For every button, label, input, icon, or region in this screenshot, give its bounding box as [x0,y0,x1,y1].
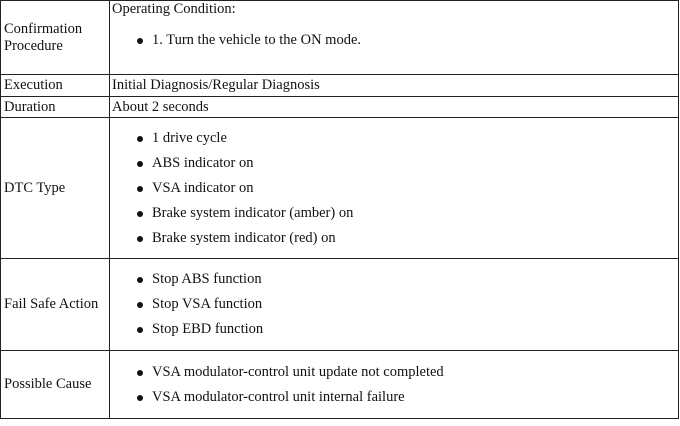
value-fail-safe-action: Stop ABS function Stop VSA function Stop… [109,258,679,351]
row-possible-cause: Possible Cause VSA modulator-control uni… [0,350,679,419]
list-item-text: Stop EBD function [152,321,264,337]
row-confirmation-procedure: Confirmation Procedure Operating Conditi… [0,0,679,75]
label-fail-safe-action: Fail Safe Action [0,258,110,351]
list-item: Stop EBD function [137,317,678,342]
bullet-icon [137,235,143,242]
bullet-icon [137,37,143,44]
list-item-text: Brake system indicator (red) on [152,229,336,246]
bullet-icon [137,327,143,333]
label-confirmation-procedure: Confirmation Procedure [0,0,110,75]
list-item-text: 1 drive cycle [152,129,227,146]
list-item: 1 drive cycle [137,126,678,151]
value-possible-cause: VSA modulator-control unit update not co… [109,350,679,419]
list-item-text: VSA modulator-control unit internal fail… [152,388,405,405]
label-dtc-type: DTC Type [0,117,110,259]
possible-cause-list: VSA modulator-control unit update not co… [112,360,678,410]
bullet-icon [137,135,143,142]
bullet-icon [137,277,143,283]
bullet-icon [137,160,143,167]
list-item: VSA modulator-control unit internal fail… [137,385,678,410]
row-execution: Execution Initial Diagnosis/Regular Diag… [0,74,679,97]
label-execution: Execution [0,74,110,97]
list-item: ABS indicator on [137,151,678,176]
bullet-icon [137,394,143,401]
value-confirmation-procedure: Operating Condition: 1. Turn the vehicle… [109,0,679,75]
list-item-text: Stop ABS function [152,271,262,287]
bullet-icon [137,185,143,192]
list-item: 1. Turn the vehicle to the ON mode. [137,28,678,53]
list-item-text: VSA modulator-control unit update not co… [152,363,444,380]
operating-condition-title: Operating Condition: [112,0,236,17]
row-duration: Duration About 2 seconds [0,96,679,118]
list-item-text: ABS indicator on [152,154,254,171]
value-dtc-type: 1 drive cycle ABS indicator on VSA indic… [109,117,679,259]
fail-safe-list: Stop ABS function Stop VSA function Stop… [112,267,678,342]
bullet-icon [137,369,143,376]
row-dtc-type: DTC Type 1 drive cycle ABS indicator on … [0,117,679,259]
confirmation-steps-list: 1. Turn the vehicle to the ON mode. [112,28,678,53]
list-item: Stop ABS function [137,267,678,292]
list-item: Stop VSA function [137,292,678,317]
dtc-type-list: 1 drive cycle ABS indicator on VSA indic… [112,126,678,251]
list-item: Brake system indicator (red) on [137,226,678,251]
list-item-text: Brake system indicator (amber) on [152,204,354,221]
list-item: VSA indicator on [137,176,678,201]
list-item-text: Stop VSA function [152,296,263,312]
label-duration: Duration [0,96,110,118]
bullet-icon [137,210,143,217]
value-duration: About 2 seconds [109,96,679,118]
list-item: VSA modulator-control unit update not co… [137,360,678,385]
value-execution: Initial Diagnosis/Regular Diagnosis [109,74,679,97]
list-item: Brake system indicator (amber) on [137,201,678,226]
list-item-text: 1. Turn the vehicle to the ON mode. [152,31,362,48]
list-item-text: VSA indicator on [152,179,254,196]
label-possible-cause: Possible Cause [0,350,110,419]
bullet-icon [137,302,143,308]
row-fail-safe-action: Fail Safe Action Stop ABS function Stop … [0,258,679,351]
